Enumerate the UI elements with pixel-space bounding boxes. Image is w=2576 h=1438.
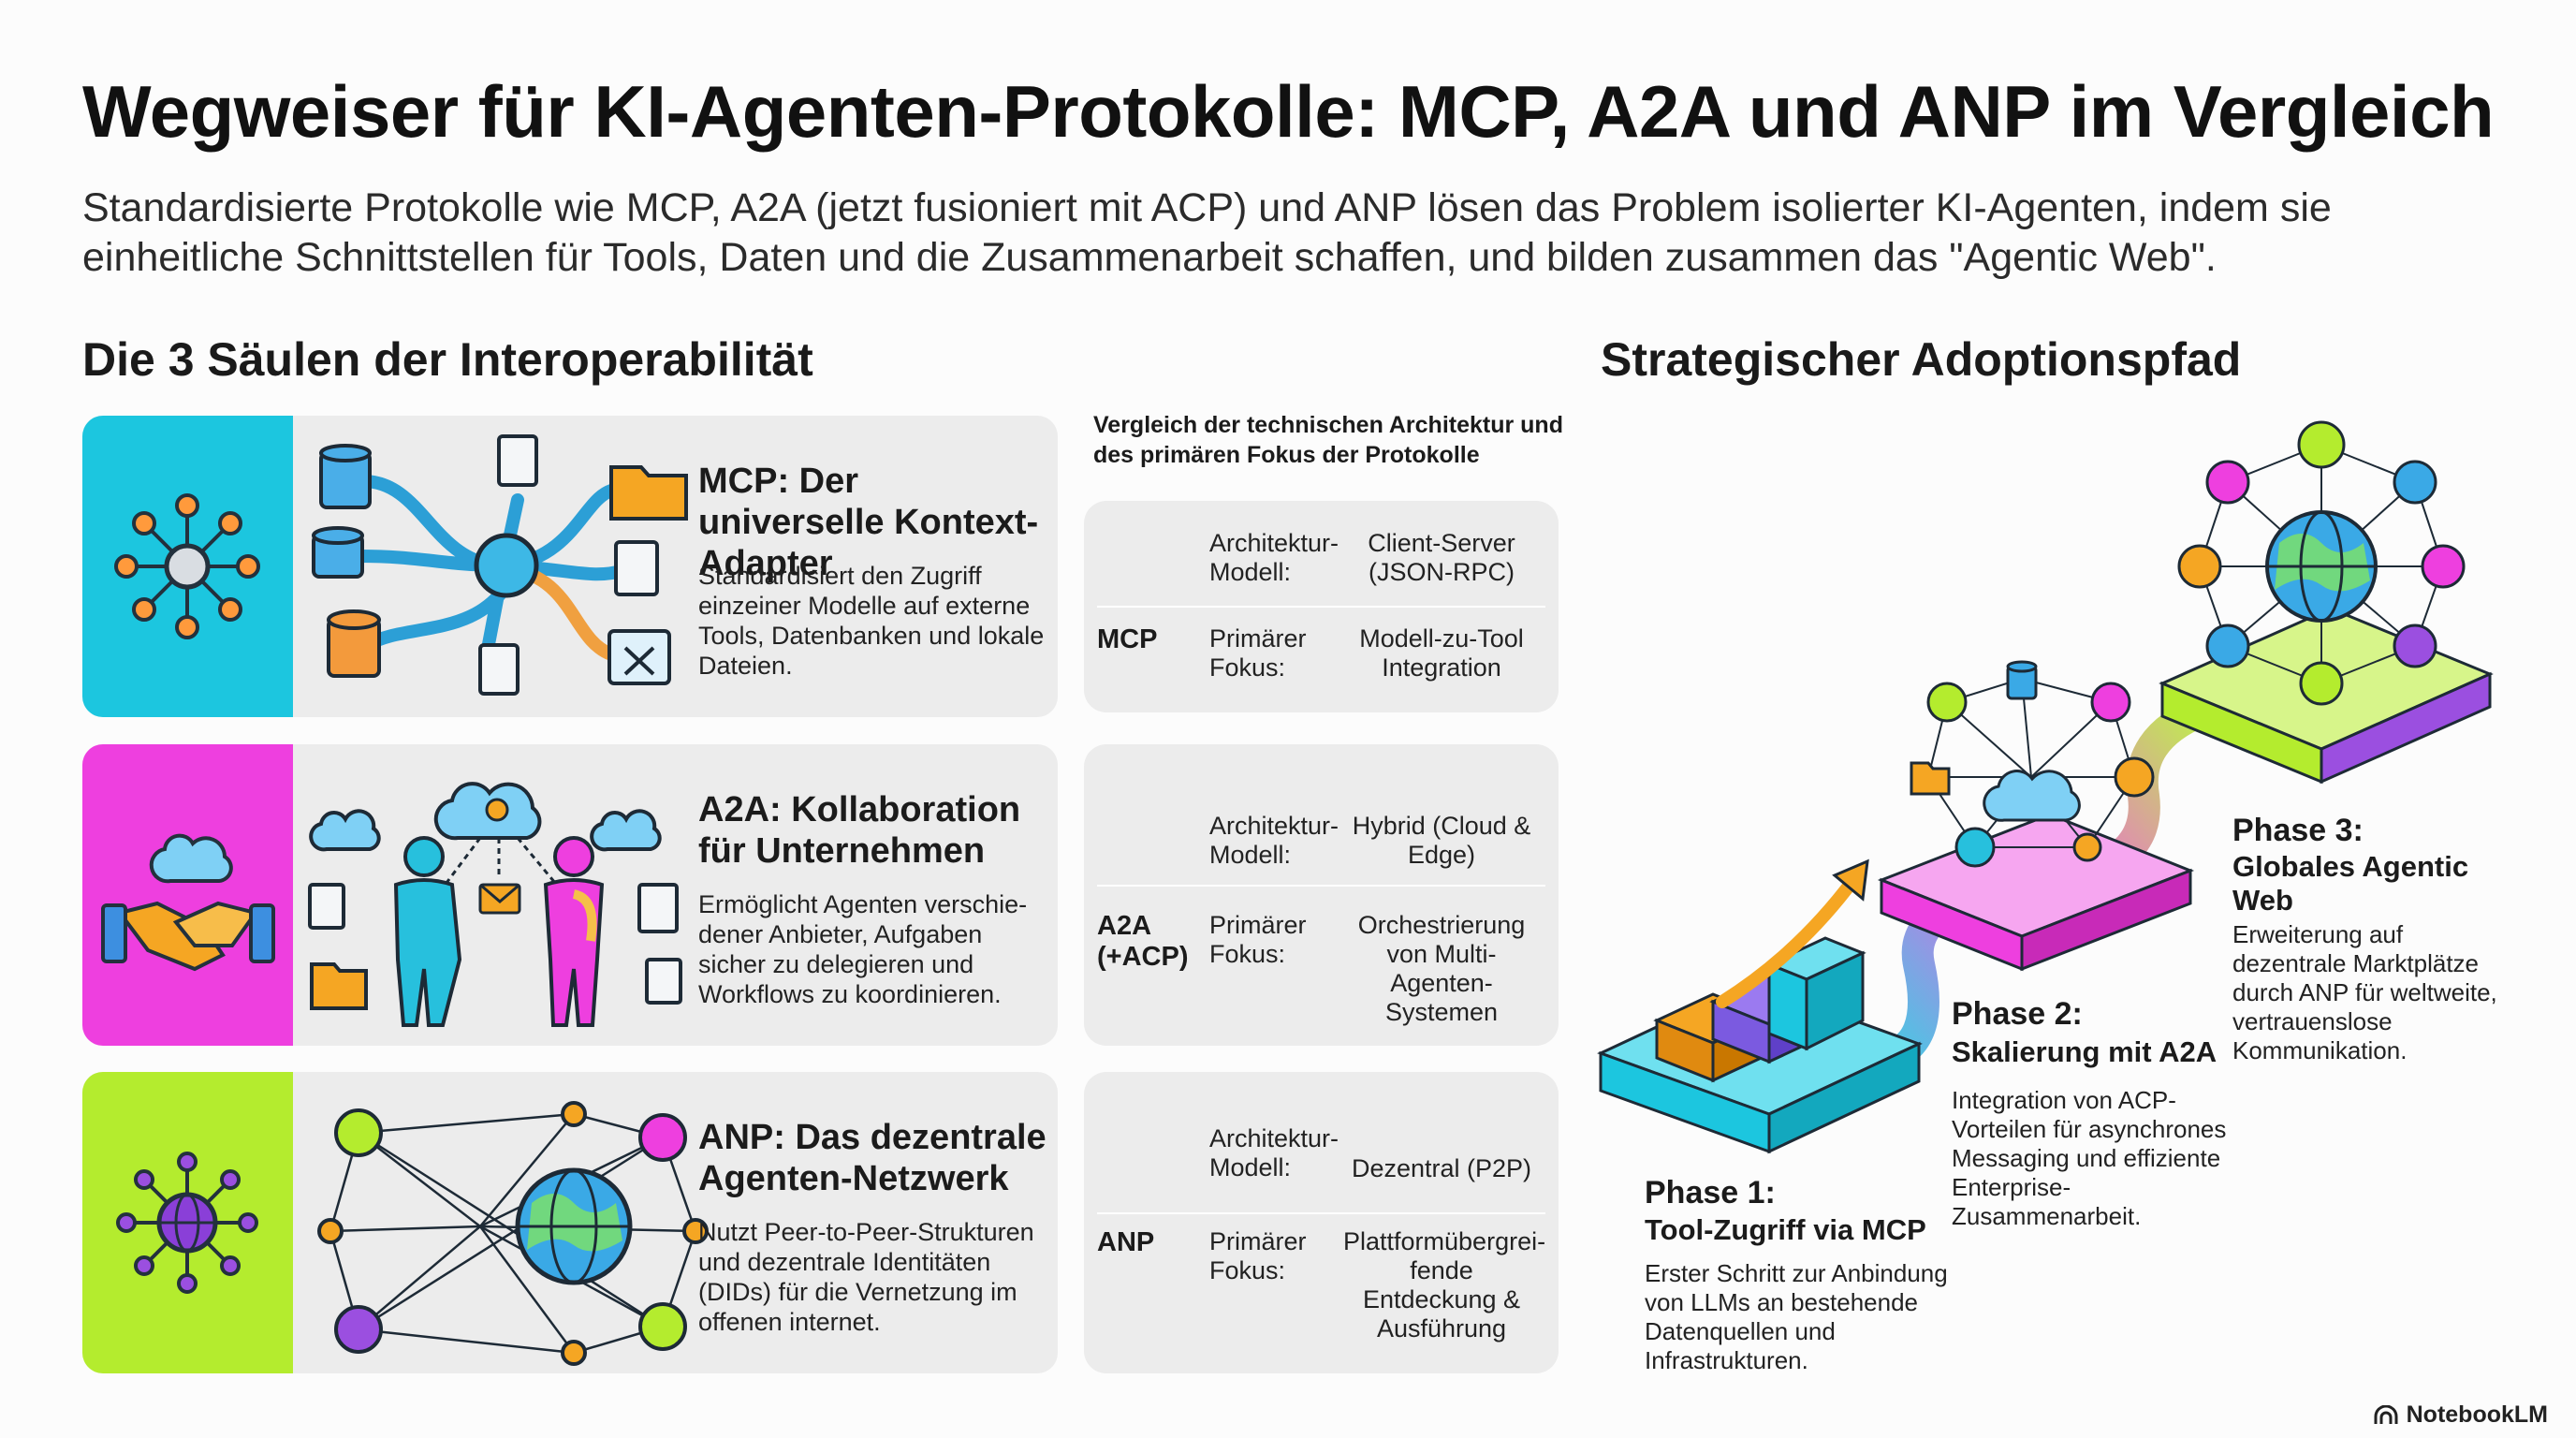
- globe-network-icon: [116, 1152, 258, 1294]
- adoption-path-illustration: [1597, 420, 2494, 1154]
- pillar-card-anp: ANP: Das dezentrale Agenten-Netzwerk Nut…: [82, 1072, 1058, 1373]
- value-focus-a2a: Orchestrierung von Multi-Agenten-Systeme…: [1357, 911, 1526, 1026]
- adoption-heading: Strategischer Adoptionspfad: [1601, 333, 2242, 386]
- protocol-mcp: MCP: [1097, 624, 1158, 654]
- value-focus-mcp: Modell-zu-Tool Integration: [1359, 624, 1524, 682]
- value-arch-mcp: Client-Server (JSON-RPC): [1368, 529, 1515, 586]
- phase2-label: Phase 2:: [1952, 996, 2083, 1032]
- label-focus: Primärer Fokus:: [1209, 624, 1307, 682]
- label-arch: Architektur-Modell:: [1209, 812, 1339, 869]
- phase3-platform: [2159, 420, 2494, 785]
- pillar-desc-anp: Nutzt Peer-to-Peer-Strukturen und dezent…: [698, 1218, 1034, 1336]
- pillar-band-anp: [82, 1072, 293, 1373]
- phase2-platform: [1877, 660, 2195, 972]
- comparison-card-a2a: Architektur-Modell: Hybrid (Cloud & Edge…: [1084, 744, 1559, 1046]
- divider: [1097, 885, 1545, 887]
- phase3-desc: Erweiterung auf dezentrale Marktplätze d…: [2232, 920, 2497, 1064]
- pillar-band-mcp: [82, 416, 293, 717]
- network-hub-icon: [114, 493, 260, 639]
- divider: [1097, 1212, 1545, 1214]
- anp-illustration: [293, 1072, 752, 1373]
- brand-name: NotebookLM: [2406, 1401, 2548, 1428]
- phase3-name: Globales Agentic Web: [2232, 850, 2469, 917]
- phase2-name: Skalierung mit A2A: [1952, 1035, 2217, 1068]
- value-arch-a2a: Hybrid (Cloud & Edge): [1352, 812, 1531, 869]
- label-arch: Architektur-Modell:: [1209, 1124, 1339, 1181]
- pillar-title-anp: ANP: Das dezentrale Agenten-Netzwerk: [698, 1118, 1046, 1198]
- phase1-platform: [1597, 858, 1923, 1154]
- notebooklm-logo-icon: [2374, 1404, 2398, 1424]
- value-focus-anp: Plattformübergrei-fende Entdeckung & Aus…: [1343, 1227, 1546, 1343]
- comparison-card-anp: Architektur-Modell: Dezentral (P2P) ANP …: [1084, 1072, 1559, 1373]
- pillar-band-a2a: [82, 744, 293, 1046]
- a2a-illustration: [293, 744, 752, 1046]
- comparison-caption: Vergleich der technischen Architektur un…: [1093, 412, 1563, 468]
- phase1-label: Phase 1:: [1645, 1175, 1776, 1211]
- handshake-icon: [101, 833, 275, 972]
- protocol-a2a: A2A (+ACP): [1097, 911, 1189, 972]
- comparison-card-mcp: Architektur-Modell: Client-Server (JSON-…: [1084, 501, 1559, 712]
- brand-badge: NotebookLM: [2373, 1401, 2548, 1429]
- pillars-heading: Die 3 Säulen der Interoperabilität: [82, 333, 813, 386]
- pillar-title-mcp: MCP: Der universelle Kontext-Adapter: [698, 462, 1039, 583]
- protocol-anp: ANP: [1097, 1227, 1155, 1257]
- label-focus: Primärer Fokus:: [1209, 1227, 1307, 1284]
- value-arch-anp: Dezentral (P2P): [1351, 1154, 1532, 1182]
- page-title: Wegweiser für KI-Agenten-Protokolle: MCP…: [82, 70, 2495, 153]
- phase1-desc: Erster Schritt zur Anbindung von LLMs an…: [1645, 1259, 1948, 1374]
- pillar-desc-mcp: Standardisiert den Zugriff einzeiner Mod…: [698, 562, 1045, 680]
- phase2-desc: Integration von ACP-Vorteilen für asynch…: [1952, 1086, 2227, 1230]
- pillar-title-a2a: A2A: Kollaboration für Unternehmen: [698, 790, 1021, 871]
- label-arch: Architektur-Modell:: [1209, 529, 1339, 586]
- phase1-name: Tool-Zugriff via MCP: [1645, 1213, 1926, 1246]
- label-focus: Primärer Fokus:: [1209, 911, 1307, 968]
- mcp-illustration: [293, 416, 752, 717]
- pillar-card-a2a: A2A: Kollaboration für Unternehmen Ermög…: [82, 744, 1058, 1046]
- page-subtitle: Standardisierte Protokolle wie MCP, A2A …: [82, 185, 2332, 280]
- phase3-label: Phase 3:: [2232, 813, 2364, 848]
- pillar-desc-a2a: Ermöglicht Agenten verschie-dener Anbiet…: [698, 890, 1028, 1008]
- divider: [1097, 606, 1545, 608]
- pillar-card-mcp: MCP: Der universelle Kontext-Adapter Sta…: [82, 416, 1058, 717]
